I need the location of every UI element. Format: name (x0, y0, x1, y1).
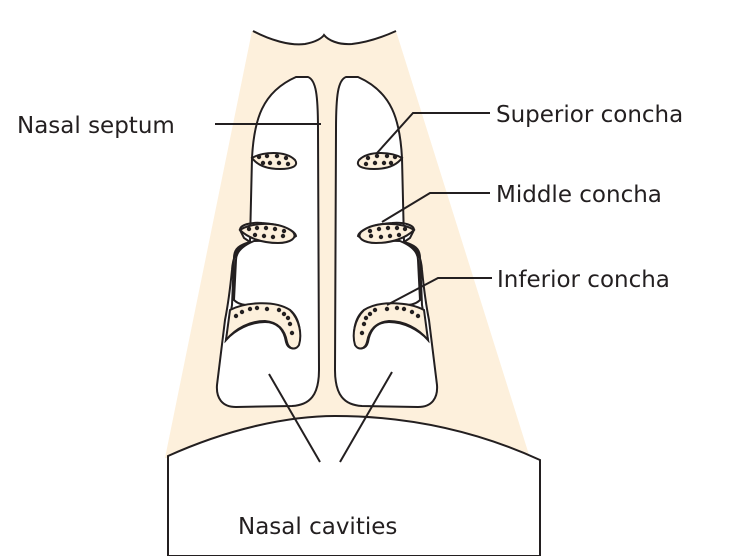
concha-dot (264, 306, 270, 312)
nasal-top-outline (252, 30, 397, 46)
concha-dot (274, 153, 280, 159)
concha-dot (283, 155, 289, 161)
nasal-cavities-label: Nasal cavities (238, 514, 397, 540)
concha-dot (276, 307, 282, 313)
concha-dot (285, 315, 291, 321)
concha-dot (287, 321, 293, 327)
inferior-concha-leader (386, 277, 492, 306)
palate-arc (167, 414, 541, 556)
concha-dot (261, 233, 267, 239)
concha-dot (254, 225, 260, 231)
concha-dot (281, 311, 287, 317)
middle-concha-leader (381, 192, 490, 223)
nasal-cavities-leader-right (339, 371, 393, 463)
concha-dot (256, 154, 262, 160)
concha-dot (246, 226, 252, 232)
inferior-concha-label: Inferior concha (497, 267, 670, 293)
concha-dot (276, 160, 282, 166)
concha-dot (270, 234, 276, 240)
concha-dot (267, 160, 273, 166)
concha-dot (252, 232, 258, 238)
concha-dot (233, 313, 239, 319)
concha-dot (289, 330, 295, 336)
superior-concha-label: Superior concha (496, 102, 683, 128)
middle-concha-label: Middle concha (496, 182, 662, 208)
concha-dot (247, 306, 253, 312)
concha-dot (239, 309, 245, 315)
middle-concha-left (238, 222, 296, 245)
concha-dot (254, 305, 260, 311)
nasal-cavities-leader-left (268, 373, 321, 463)
concha-dot (281, 228, 287, 234)
concha-dots-left (233, 153, 295, 336)
concha-dot (263, 225, 269, 231)
concha-dot (260, 160, 266, 166)
concha-dot (285, 161, 291, 167)
concha-dot (264, 153, 270, 159)
concha-dot (280, 233, 286, 239)
concha-dot (272, 226, 278, 232)
nasal-septum-label: Nasal septum (17, 113, 175, 139)
superior-concha-leader (376, 112, 490, 154)
inferior-concha-left (224, 302, 302, 350)
left-nasal-cavity (215, 76, 321, 409)
